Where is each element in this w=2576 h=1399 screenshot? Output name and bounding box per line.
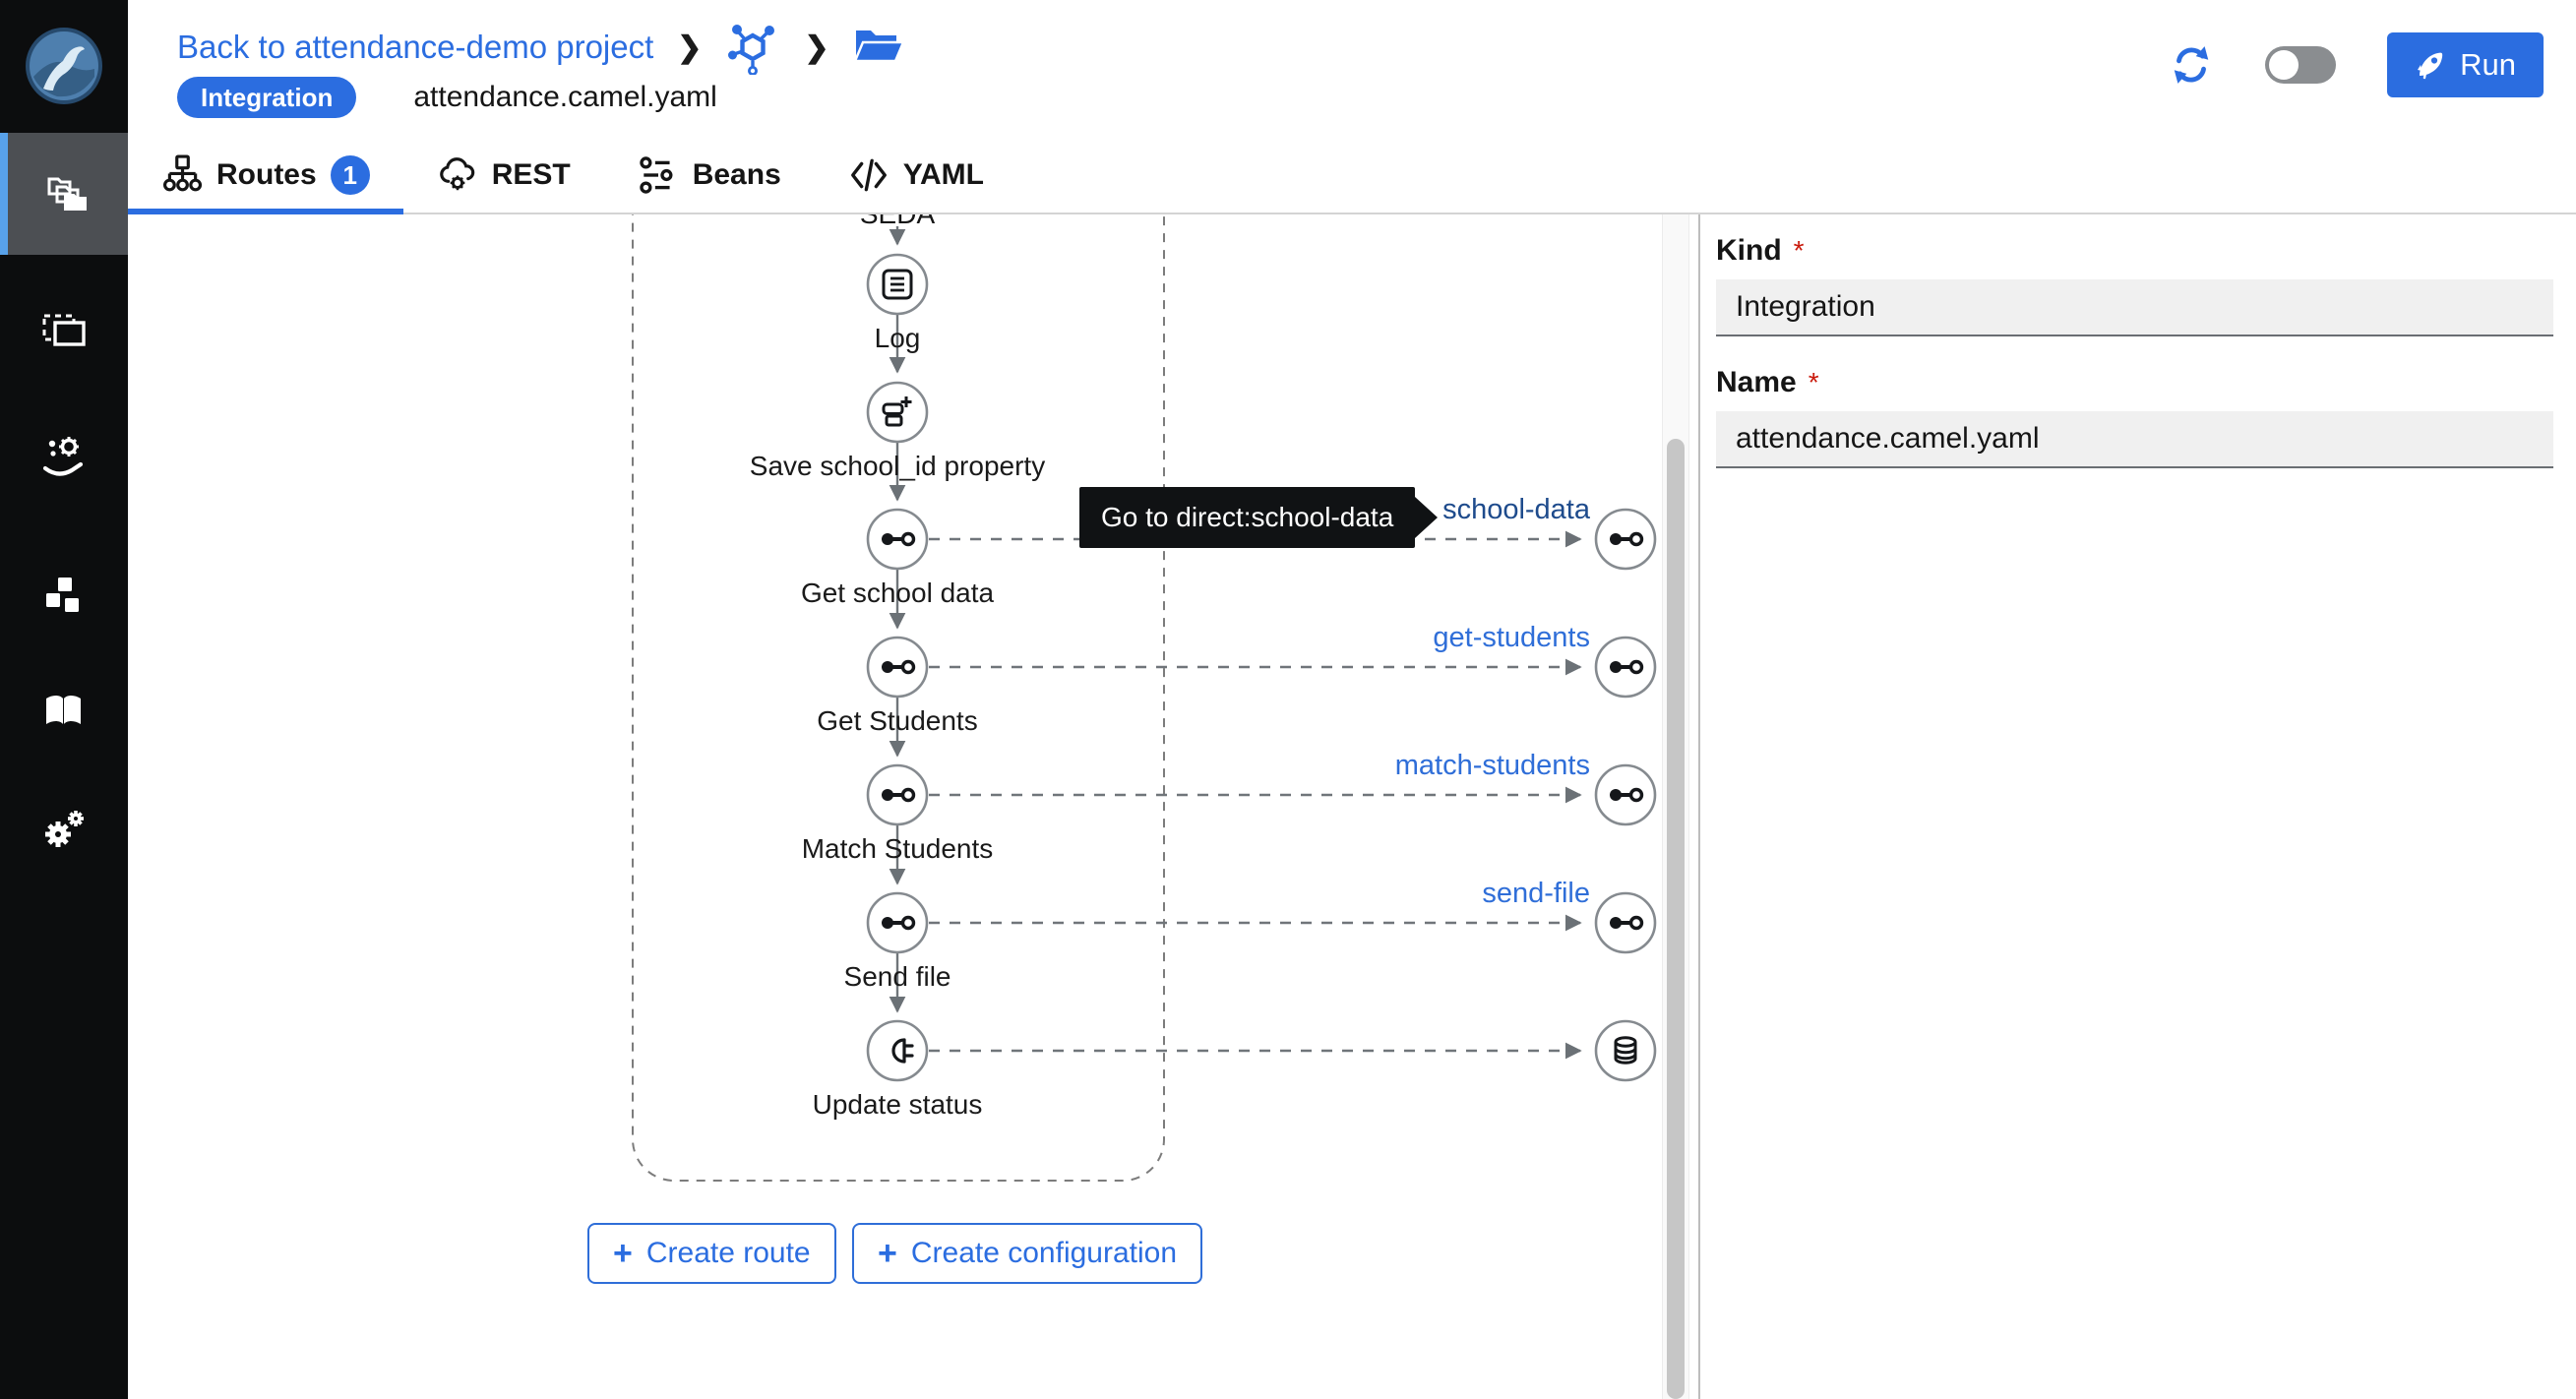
breadcrumb-separator: ❯ xyxy=(804,30,828,65)
settings-gears-icon xyxy=(40,806,88,853)
create-route-button[interactable]: + Create route xyxy=(587,1223,836,1284)
run-mode-toggle[interactable] xyxy=(2265,46,2336,84)
sidebar-item-services[interactable] xyxy=(0,418,128,497)
tab-label: Routes xyxy=(216,158,317,192)
plus-icon: + xyxy=(878,1239,897,1268)
required-marker: * xyxy=(1809,367,1819,398)
scrollbar-thumb[interactable] xyxy=(1667,439,1685,1399)
tab-label: Beans xyxy=(693,158,781,192)
back-to-project-link[interactable]: Back to attendance-demo project xyxy=(177,29,653,66)
rest-cloud-gear-icon xyxy=(437,154,478,196)
node-label: Match Students xyxy=(701,833,1094,865)
tab-routes[interactable]: Routes 1 xyxy=(128,138,403,213)
kind-field-label: Kind * xyxy=(1716,234,2553,268)
node-log[interactable] xyxy=(868,255,927,314)
tab-rest[interactable]: REST xyxy=(403,138,604,213)
file-name: attendance.camel.yaml xyxy=(413,81,717,114)
route-link-match-students[interactable]: match-students xyxy=(1395,750,1590,782)
node-label: Log xyxy=(701,323,1094,354)
run-button-label: Run xyxy=(2460,47,2516,83)
field-label-text: Name xyxy=(1716,366,1797,399)
tab-label: YAML xyxy=(903,158,984,192)
route-link-school-data[interactable]: school-data xyxy=(1442,494,1590,526)
node-send-file[interactable] xyxy=(868,893,927,952)
tab-label: REST xyxy=(492,158,571,192)
node-set-property[interactable] xyxy=(868,383,927,442)
rocket-icon xyxy=(2415,49,2446,81)
kind-badge: Integration xyxy=(177,77,356,118)
breadcrumb-separator: ❯ xyxy=(677,30,702,65)
required-marker: * xyxy=(1794,235,1805,267)
target-node-send-file[interactable] xyxy=(1596,893,1655,952)
header-actions: Run xyxy=(2169,30,2544,100)
folder-icon[interactable] xyxy=(853,25,906,70)
plus-icon: + xyxy=(613,1239,633,1268)
routes-icon xyxy=(161,154,203,196)
karavan-logo-icon xyxy=(24,26,104,106)
create-route-label: Create route xyxy=(646,1237,811,1270)
routes-count-badge: 1 xyxy=(331,155,370,195)
app-logo[interactable] xyxy=(24,26,104,106)
target-node-match-students[interactable] xyxy=(1596,765,1655,824)
route-designer-canvas: SEDA Log Save school_id property Get sch… xyxy=(128,214,1661,1399)
breadcrumb: Back to attendance-demo project ❯ ❯ xyxy=(177,24,906,71)
knowledgebase-book-icon xyxy=(40,688,88,735)
name-field-label: Name * xyxy=(1716,366,2553,399)
target-node-database[interactable] xyxy=(1596,1021,1655,1080)
sidebar-item-projects[interactable] xyxy=(0,133,128,255)
yaml-code-icon xyxy=(848,154,889,196)
sidebar xyxy=(0,0,128,1399)
node-get-students[interactable] xyxy=(868,638,927,697)
canvas-scrollbar[interactable] xyxy=(1662,214,1689,1399)
node-label: Send file xyxy=(701,961,1094,993)
run-button[interactable]: Run xyxy=(2387,32,2544,97)
create-configuration-label: Create configuration xyxy=(911,1237,1177,1270)
route-group-label: SEDA xyxy=(799,214,996,228)
target-node-get-students[interactable] xyxy=(1596,638,1655,697)
toggle-knob xyxy=(2269,50,2299,80)
node-match-students[interactable] xyxy=(868,765,927,824)
node-label: Get Students xyxy=(701,705,1094,737)
services-hand-gear-icon xyxy=(40,434,88,481)
node-get-school-data[interactable] xyxy=(868,510,927,569)
sidebar-item-components[interactable] xyxy=(0,557,128,636)
tab-bar: Routes 1 REST xyxy=(128,138,2576,214)
flow-diagram xyxy=(128,214,1661,1399)
components-cubes-icon xyxy=(40,573,88,620)
node-update-status[interactable] xyxy=(868,1021,927,1080)
header: Back to attendance-demo project ❯ ❯ Inte… xyxy=(128,0,2576,138)
integration-molecule-icon[interactable] xyxy=(725,20,780,75)
name-input[interactable] xyxy=(1716,411,2553,468)
node-label: Update status xyxy=(701,1089,1094,1121)
route-link-get-students[interactable]: get-students xyxy=(1433,622,1590,654)
field-label-text: Kind xyxy=(1716,234,1782,268)
node-label: Get school data xyxy=(701,578,1094,609)
route-link-send-file[interactable]: send-file xyxy=(1482,878,1590,910)
target-node-school-data[interactable] xyxy=(1596,510,1655,569)
tab-yaml[interactable]: YAML xyxy=(815,138,1017,213)
node-label: Save school_id property xyxy=(701,451,1094,482)
tab-beans[interactable]: Beans xyxy=(604,138,815,213)
refresh-icon[interactable] xyxy=(2169,42,2214,88)
sidebar-item-knowledgebase[interactable] xyxy=(0,672,128,751)
create-configuration-button[interactable]: + Create configuration xyxy=(852,1223,1202,1284)
properties-panel: Kind * Name * xyxy=(1698,214,2576,1399)
beans-icon xyxy=(638,154,679,196)
sidebar-item-settings[interactable] xyxy=(0,790,128,869)
projects-folders-icon xyxy=(44,170,92,217)
go-to-direct-tooltip: Go to direct:school-data xyxy=(1079,487,1415,548)
sidebar-item-frame[interactable] xyxy=(0,291,128,370)
frame-icon xyxy=(40,307,88,354)
file-row: Integration attendance.camel.yaml xyxy=(177,77,717,118)
kind-input[interactable] xyxy=(1716,279,2553,336)
